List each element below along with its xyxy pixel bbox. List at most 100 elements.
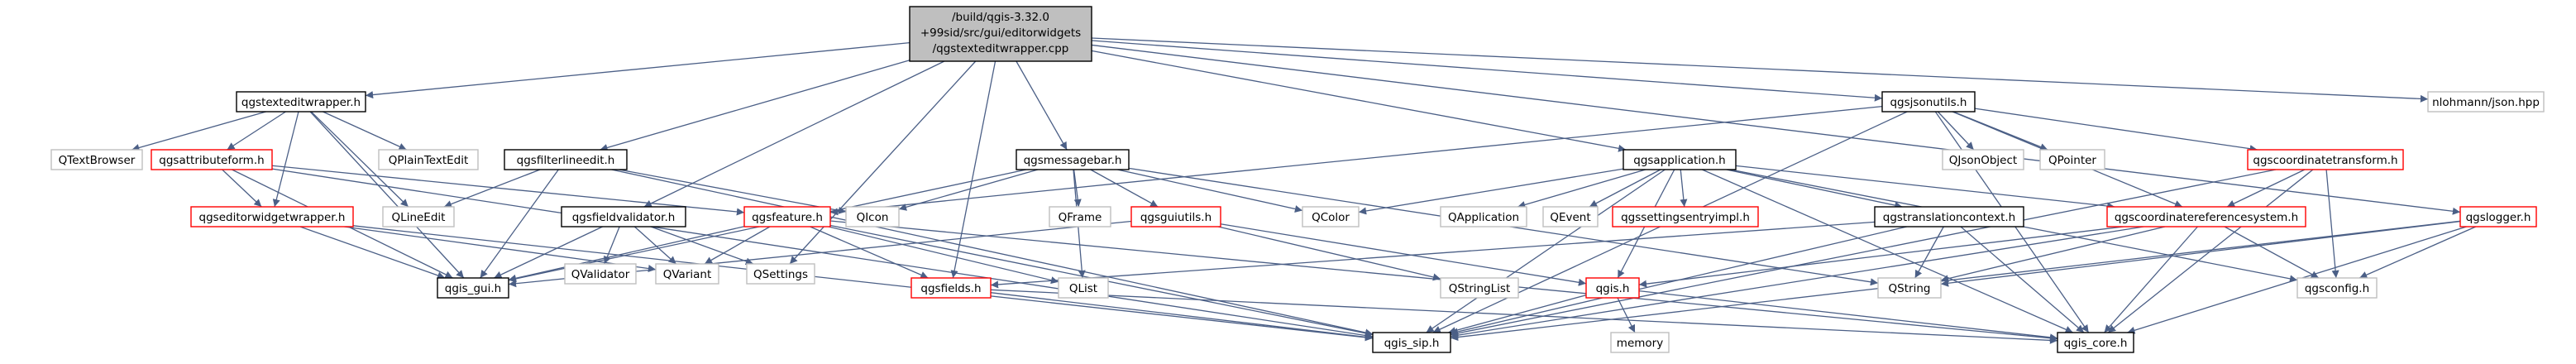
edge-src-to-qgsapplication_h [1091,50,1627,152]
edge-qgsfieldvalidator_h-to-qsettings [650,226,754,266]
node-box [1440,277,1519,299]
node-box [1942,149,2024,170]
node-qgis_core_h[interactable]: qgis_core.h [2057,332,2134,353]
edge-qgsfilterlineedit_h-to-qlineedit [443,169,541,208]
node-label: qgsfieldvalidator.h [572,211,676,224]
node-qgsmessagebar_h[interactable]: qgsmessagebar.h [1016,149,1130,170]
node-qgis_gui_h[interactable]: qgis_gui.h [437,277,509,299]
node-label: qgsapplication.h [1633,154,1726,167]
node-memory[interactable]: memory [1610,332,1670,353]
node-label: qgis.h [1596,282,1630,295]
node-qgsattributeform_h[interactable]: qgsattributeform.h [151,149,273,170]
edge-qgscoordinatetransform_h-to-qgis_sip_h [1450,169,2277,338]
title-line: /qgstexteditwrapper.cpp [933,42,1069,55]
edge-qgsguiutils_h-to-qgis_h [1220,223,1587,286]
node-qgstranslationcontext_h[interactable]: qgstranslationcontext.h [1874,206,2024,228]
node-qvariant[interactable]: QVariant [655,263,719,285]
node-qgsapplication_h[interactable]: qgsapplication.h [1623,149,1737,170]
edge-qgsmessagebar_h-to-qcolor [1117,169,1303,213]
node-label: QVariant [663,268,712,281]
node-label: qgscoordinatetransform.h [2253,154,2397,167]
edge-qgsapplication_h-to-qgscoordinatereferencesystem_h [1735,165,2115,210]
node-qcolor[interactable]: QColor [1302,206,1360,228]
edge-qgscoordinatereferencesystem_h-to-qgsconfig_h [2224,226,2320,279]
node-label: QStringList [1449,282,1511,295]
node-qlineedit[interactable]: QLineEdit [382,206,455,228]
node-qapplication[interactable]: QApplication [1440,206,1527,228]
node-label: qgseditorwidgetwrapper.h [199,211,346,224]
edge-qgis_h-to-memory [1617,297,1636,333]
node-qgsconfig_h[interactable]: qgsconfig.h [2296,277,2378,299]
node-box [2247,149,2404,170]
edge-qgsmessagebar_h-to-qicon [898,169,1039,211]
node-box [1610,332,1670,353]
node-label: qgssettingsentryimpl.h [1621,211,1750,224]
node-qjsonobject[interactable]: QJsonObject [1942,149,2024,170]
node-nlohmann_json[interactable]: nlohmann/json.hpp [2427,91,2545,113]
edge-qgseditorwidgetwrapper_h-to-qgis_sip_h [352,225,1374,342]
node-qgis_h[interactable]: qgis.h [1585,277,1640,299]
edge-qgstexteditwrapper_h-to-qtextbrowser [131,111,266,151]
edge-qgsapplication_h-to-qapplication [1517,169,1646,208]
node-qtextbrowser[interactable]: QTextBrowser [50,149,143,170]
node-qgsjsonutils_h[interactable]: qgsjsonutils.h [1881,91,1976,113]
edge-qgsfieldvalidator_h-to-qgis_gui_h [494,226,603,279]
node-box [2427,91,2545,113]
edge-src-to-qsettings [789,60,977,265]
node-label: QValidator [571,268,630,281]
node-box [1881,91,1976,113]
edge-src-to-qgsfieldvalidator_h [643,60,945,208]
node-qlist[interactable]: QList [1058,277,1109,299]
node-qgsguiutils_h[interactable]: qgsguiutils.h [1130,206,1221,228]
edge-qgsapplication_h-to-qgis_core_h [1702,169,2073,333]
node-label: qgsfilterlineedit.h [517,154,615,167]
node-qicon[interactable]: QIcon [845,206,900,228]
node-label: qgsconfig.h [2305,282,2369,295]
node-qgseditorwidgetwrapper_h[interactable]: qgseditorwidgetwrapper.h [190,206,354,228]
node-qgsfeature_h[interactable]: qgsfeature.h [743,206,831,228]
node-box [504,149,628,170]
edge-qgsfieldvalidator_h-to-qvariant [633,226,677,265]
node-qstringlist[interactable]: QStringList [1440,277,1519,299]
edge-src-to-qgsfields_h [950,60,996,279]
node-qgscoordinatereferencesystem_h[interactable]: qgscoordinatereferencesystem.h [2106,206,2306,228]
node-qplaintextedit[interactable]: QPlainTextEdit [378,149,479,170]
edge-qgscoordinatereferencesystem_h-to-qgis_h [1638,226,2124,288]
node-qgscoordinatetransform_h[interactable]: qgscoordinatetransform.h [2247,149,2404,170]
edge-qgslogger_h-to-qgis_sip_h [1450,220,2461,342]
node-label: memory [1617,337,1663,350]
node-label: qgsguiutils.h [1140,211,1212,224]
node-qgis_sip_h[interactable]: qgis_sip.h [1372,332,1451,353]
node-qsettings[interactable]: QSettings [746,263,815,285]
node-label: QList [1069,282,1097,295]
node-qpointer[interactable]: QPointer [2039,149,2105,170]
node-label: qgstexteditwrapper.h [241,96,361,109]
node-label: qgsjsonutils.h [1890,96,1967,109]
node-qgstexteditwrapper_h[interactable]: qgstexteditwrapper.h [236,91,366,113]
edge-qgscoordinatetransform_h-to-qgsconfig_h [2325,169,2339,279]
edge-qgsfeature_h-to-qvariant [704,226,771,265]
node-qstring[interactable]: QString [1877,277,1942,299]
node-label: qgstranslationcontext.h [1883,211,2016,224]
node-qgsfilterlineedit_h[interactable]: qgsfilterlineedit.h [504,149,628,170]
node-qgssettingsentryimpl_h[interactable]: qgssettingsentryimpl.h [1612,206,1759,228]
node-qgsfields_h[interactable]: qgsfields.h [910,277,992,299]
node-qvalidator[interactable]: QValidator [564,263,637,285]
node-box [1877,277,1942,299]
node-label: QIcon [857,211,889,224]
node-qgslogger_h[interactable]: qgslogger.h [2459,206,2537,228]
edge-qgis_h-to-qgis_sip_h [1448,295,1587,335]
node-src[interactable]: /build/qgis-3.32.0+99sid/src/gui/editorw… [909,6,1092,62]
node-box [50,149,143,170]
edge-qgsattributeform_h-to-qgsfeature_h [271,165,745,216]
node-label: qgis_sip.h [1384,337,1440,350]
node-qframe[interactable]: QFrame [1049,206,1111,228]
edge-qgsapplication_h-to-qgis_sip_h [1426,169,1666,333]
node-box [845,206,900,228]
node-box [561,206,686,228]
node-qevent[interactable]: QEvent [1542,206,1599,228]
node-qgsfieldvalidator_h[interactable]: qgsfieldvalidator.h [561,206,686,228]
edge-qgsattributeform_h-to-qgseditorwidgetwrapper_h [222,169,262,208]
edge-qgsfields_h-to-qgis_core_h [990,289,2058,344]
